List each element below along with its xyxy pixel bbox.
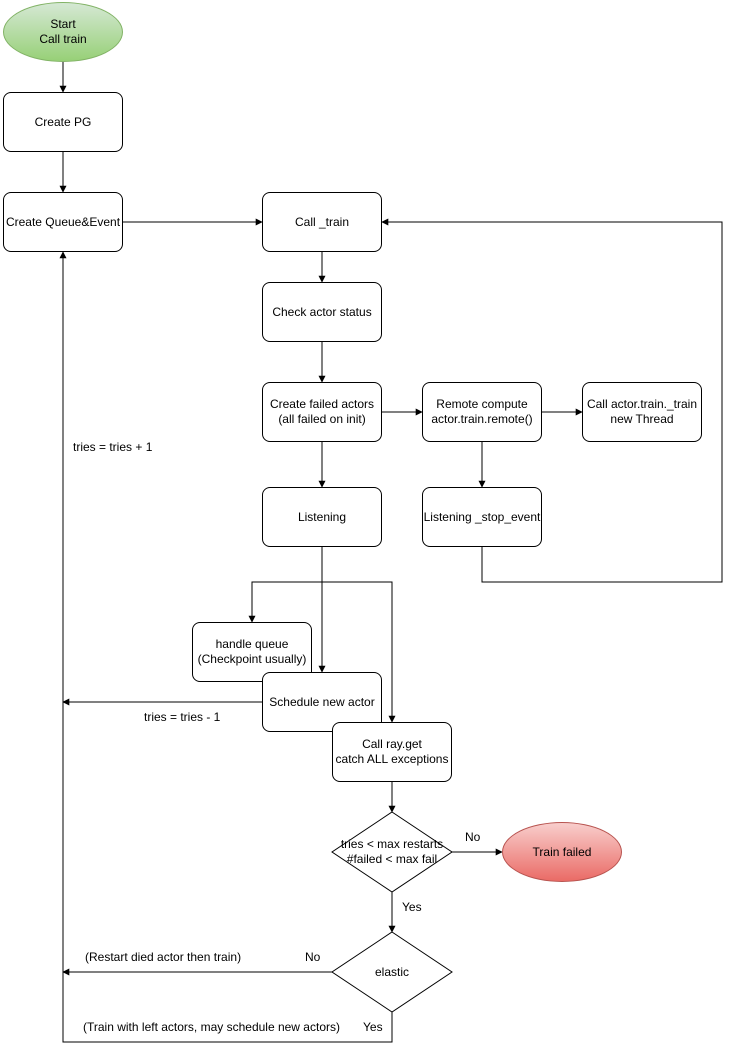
start-node: Start Call train — [3, 2, 123, 62]
label-restart-note: (Restart died actor then train) — [85, 950, 242, 964]
edge-listening-to-ray-get — [322, 581, 396, 723]
decision-tries-shape — [331, 811, 453, 893]
listening-stop-event-node: Listening _stop_event — [422, 487, 542, 547]
edge-listening-to-handle-queue — [248, 581, 322, 623]
label-tries-plus: tries = tries + 1 — [73, 440, 153, 454]
create-queue-event-node: Create Queue&Event — [3, 192, 123, 252]
listening-node: Listening — [262, 487, 382, 547]
decision-tries-text: tries < max restarts #failed < max fail — [340, 837, 444, 866]
train-failed-node: Train failed — [502, 822, 622, 882]
call-ray-get-node: Call ray.get catch ALL exceptions — [332, 722, 452, 782]
call-train-node: Call _train — [262, 192, 382, 252]
decision-elastic-shape — [331, 931, 453, 1013]
edge-elastic-yes-loop — [59, 251, 393, 1043]
edge-stop-event-loop — [381, 218, 723, 583]
label-tries-minus: tries = tries - 1 — [144, 710, 221, 724]
label-train-left-note: (Train with left actors, may schedule ne… — [83, 1020, 340, 1034]
check-actor-status-node: Check actor status — [262, 282, 382, 342]
call-actor-train-node: Call actor.train._train new Thread — [582, 382, 702, 442]
remote-compute-node: Remote compute actor.train.remote() — [422, 382, 542, 442]
create-pg-node: Create PG — [3, 92, 123, 152]
create-failed-actors-node: Create failed actors (all failed on init… — [262, 382, 382, 442]
label-no-elastic: No — [305, 950, 321, 964]
label-yes-continue: Yes — [402, 900, 422, 914]
decision-elastic-text: elastic — [374, 964, 409, 979]
label-no-fail: No — [465, 830, 481, 844]
label-yes-elastic: Yes — [363, 1020, 383, 1034]
